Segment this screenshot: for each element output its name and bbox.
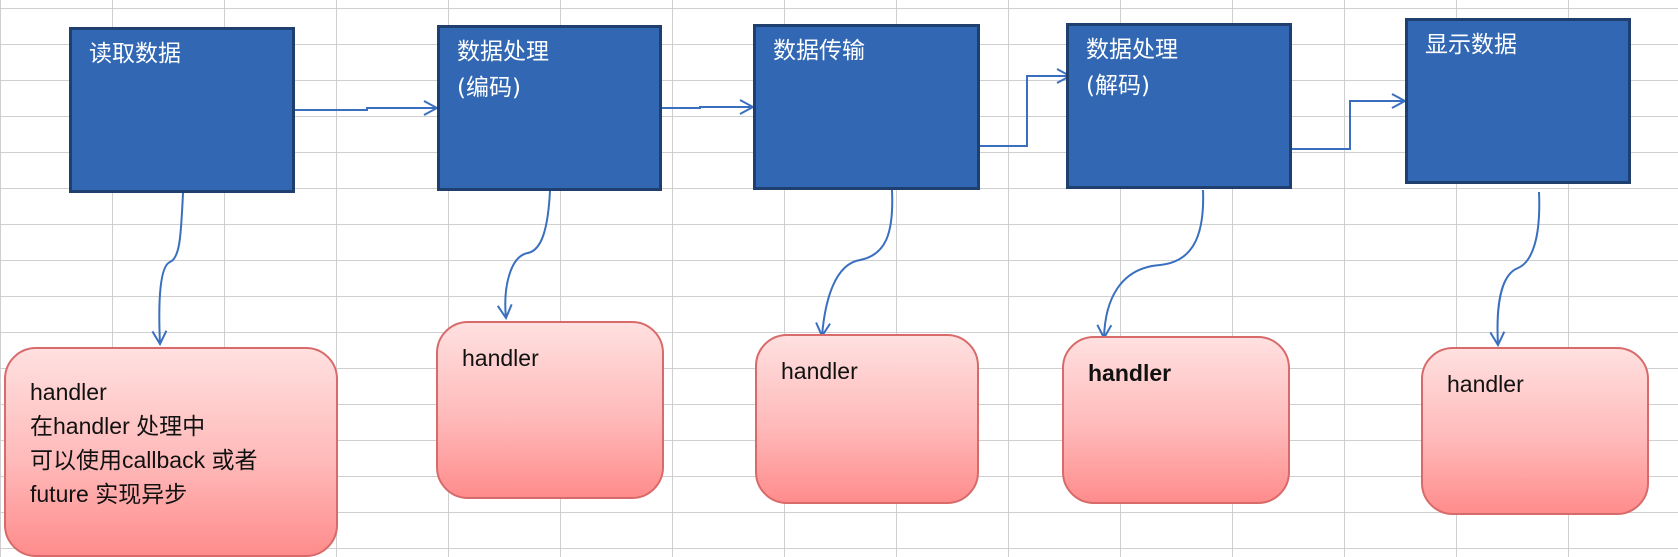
handler-box-5: handler xyxy=(1421,347,1649,515)
process-box-transmit: 数据传输 xyxy=(753,24,980,190)
handler-box-2: handler xyxy=(436,321,664,499)
handler-note-line: 可以使用callback 或者 xyxy=(30,447,258,473)
handler-box-1: handler 在handler 处理中 可以使用callback 或者 fut… xyxy=(4,347,338,557)
handler-label: handler xyxy=(781,358,858,384)
handler-label: handler xyxy=(1447,371,1524,397)
handler-arrow-3 xyxy=(822,189,894,336)
process-label: 数据处理 xyxy=(1086,37,1178,63)
connectors-layer xyxy=(0,0,1541,541)
handler-label: handler xyxy=(462,345,539,371)
handler-arrow-1 xyxy=(159,192,184,344)
handler-label: handler xyxy=(1088,360,1172,386)
handler-arrow-4 xyxy=(1104,189,1205,338)
process-box-decode: 数据处理 (解码) xyxy=(1066,23,1292,189)
handler-label: handler xyxy=(30,379,107,405)
process-sublabel: (解码) xyxy=(1086,73,1150,99)
handler-arrow-2 xyxy=(505,190,551,318)
flow-arrow-decode-to-display xyxy=(1292,101,1405,150)
handler-note-line: future 实现异步 xyxy=(30,481,188,507)
handler-arrow-5 xyxy=(1498,191,1541,345)
process-label: 数据传输 xyxy=(773,38,865,64)
process-label: 读取数据 xyxy=(89,41,181,67)
handler-box-4: handler xyxy=(1062,336,1290,504)
process-label: 数据处理 xyxy=(457,39,549,65)
process-box-display: 显示数据 xyxy=(1405,18,1631,184)
process-label: 显示数据 xyxy=(1425,32,1517,58)
process-box-read-data: 读取数据 xyxy=(69,27,295,193)
flow-arrow-read-to-encode xyxy=(295,108,437,110)
process-box-encode: 数据处理 (编码) xyxy=(437,25,662,191)
process-sublabel: (编码) xyxy=(457,75,521,101)
handler-note-line: 在handler 处理中 xyxy=(30,413,206,439)
handler-box-3: handler xyxy=(755,334,979,504)
flow-arrow-transmit-to-decode xyxy=(980,76,1070,147)
flow-arrow-encode-to-transmit xyxy=(662,107,753,108)
